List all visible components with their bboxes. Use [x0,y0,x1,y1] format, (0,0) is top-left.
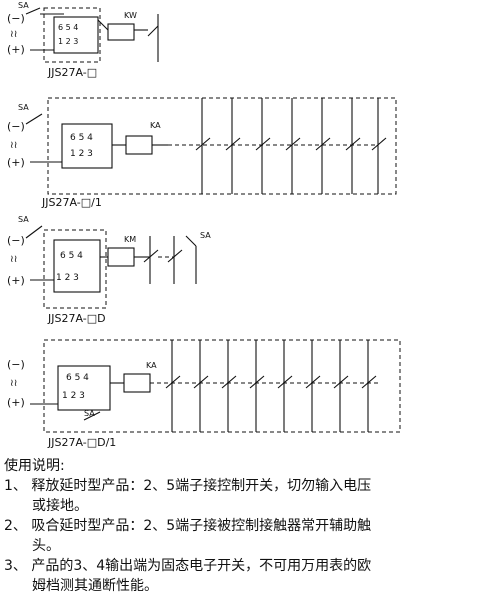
relay-box [47,97,397,195]
plus-terminal-label: (+) [7,396,25,409]
relay-box [43,229,107,309]
ka-coil [123,373,151,393]
sa-label: SA [18,103,29,112]
sa-switch [25,113,43,125]
kw-contact [147,25,159,37]
sa-switch [25,7,41,15]
relay-body [61,123,113,169]
ka-label: KA [146,361,157,370]
model-label-1: JJS27A-□ [47,66,97,79]
minus-terminal-label: (−) [7,358,25,371]
relay-body [53,239,101,293]
km-coil [107,247,135,267]
model-label-4: JJS27A-□D/1 [47,436,116,449]
sa-switch [83,411,101,421]
km-contact [167,249,183,263]
note-1-line-1: 1、 释放延时型产品：2、5端子接控制开关，切勿输入电压 [4,478,372,494]
pin-row-bottom: 1 2 3 [56,273,79,283]
sa-label: SA [18,215,29,224]
sa-switch-2 [185,235,197,247]
sa-label: SA [18,1,29,10]
relay-body [53,16,99,54]
note-3-line-2: 姆档测其通断性能。 [32,578,158,594]
pin-row-bottom: 1 2 3 [58,37,78,46]
kw-coil [107,23,135,41]
sa-switch [25,225,43,239]
diagram-4: (−) ≀≀ (+) 6 5 4 1 2 3 KA SA JJS27A-□D/1 [7,339,401,449]
relay-box [43,7,101,63]
sa-label-2: SA [200,231,211,240]
pin-row-top: 6 5 4 [58,23,78,32]
pin-row-top: 6 5 4 [70,133,93,143]
relay-box [43,339,401,433]
pin-row-top: 6 5 4 [60,251,83,261]
sa-label: SA [84,409,95,418]
relay-body [57,365,111,411]
note-2-line-2: 头。 [32,538,60,554]
pin-row-top: 6 5 4 [66,373,89,383]
ac-symbol: ≀≀ [10,254,18,265]
ac-symbol: ≀≀ [10,378,18,389]
note-3-line-1: 3、 产品的3、4输出端为固态电子开关，不可用万用表的欧 [4,558,372,574]
km-contact [143,249,159,263]
usage-notes: 使用说明: 1、 释放延时型产品：2、5端子接控制开关，切勿输入电压 或接地。 … [4,456,496,596]
minus-terminal-label: (−) [7,234,25,247]
diagram-1: SA (−) ≀≀ (+) 6 5 4 1 2 3 KW JJS27A-□ [7,1,159,79]
model-label-3: JJS27A-□D [47,312,106,325]
notes-heading: 使用说明: [4,458,65,474]
plus-terminal-label: (+) [7,156,25,169]
wire [97,19,109,31]
minus-terminal-label: (−) [7,120,25,133]
pin-row-bottom: 1 2 3 [70,149,93,159]
contact-columns [165,340,377,432]
note-1-line-2: 或接地。 [32,498,88,514]
contact-columns [195,98,387,194]
ac-symbol: ≀≀ [10,29,18,40]
pin-row-bottom: 1 2 3 [62,391,85,401]
plus-terminal-label: (+) [7,43,25,56]
minus-terminal-label: (−) [7,12,25,25]
diagram-2: SA (−) ≀≀ (+) 6 5 4 1 2 3 KA JJS27A-□/1 [7,97,397,209]
km-label: KM [124,235,136,244]
kw-label: KW [124,11,137,20]
ka-coil [125,135,153,155]
model-label-2: JJS27A-□/1 [41,196,102,209]
wiring-diagrams: SA (−) ≀≀ (+) 6 5 4 1 2 3 KW JJS27A-□ SA… [7,1,401,449]
ac-symbol: ≀≀ [10,140,18,151]
note-2-line-1: 2、 吸合延时型产品：2、5端子接被控制接触器常开辅助触 [4,518,372,534]
plus-terminal-label: (+) [7,274,25,287]
diagram-3: SA (−) ≀≀ (+) 6 5 4 1 2 3 KM SA JJS27A-□… [7,215,211,325]
ka-label: KA [150,121,161,130]
